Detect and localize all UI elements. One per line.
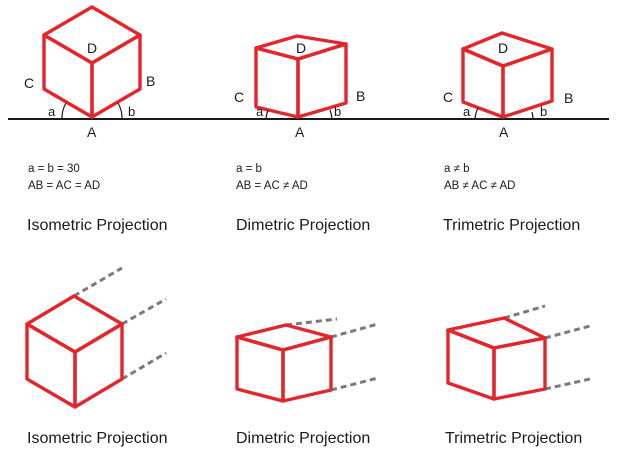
angle-arc-b bbox=[117, 102, 123, 120]
angle-label-b: b bbox=[540, 104, 547, 119]
cube-right-face bbox=[296, 42, 348, 119]
cube-right-face bbox=[90, 33, 142, 119]
cube-right-face bbox=[492, 336, 547, 401]
angle-label-b: b bbox=[128, 104, 135, 119]
projection-caption: Dimetric Projection bbox=[236, 217, 370, 234]
bottom-isometric-panel: Isometric Projection bbox=[25, 266, 168, 447]
projection-caption: Isometric Projection bbox=[27, 430, 168, 447]
dimetric-cube-top bbox=[254, 34, 348, 119]
point-label-d: D bbox=[87, 40, 97, 56]
condition-line-1: a = b = 30 bbox=[28, 163, 80, 175]
cube-left-face bbox=[446, 328, 496, 401]
top-dimetric-panel: D C B a b A a = b AB = AC ≠ AD Dimetric … bbox=[234, 34, 370, 234]
angle-label-a: a bbox=[48, 104, 56, 119]
point-label-c: C bbox=[234, 89, 244, 105]
cube-right-face bbox=[281, 335, 333, 403]
angle-arc-a bbox=[265, 109, 269, 120]
guide-lines bbox=[285, 317, 379, 392]
guide-line bbox=[330, 322, 379, 339]
guide-line bbox=[285, 317, 338, 327]
dimetric-cube-bottom bbox=[235, 323, 333, 403]
bottom-trimetric-panel: Trimetric Projection bbox=[445, 304, 591, 447]
cube-top-face bbox=[235, 323, 333, 352]
trimetric-cube-bottom bbox=[446, 316, 547, 401]
guide-line bbox=[73, 266, 123, 298]
point-label-c: C bbox=[443, 89, 453, 105]
condition-line-2: AB = AC = AD bbox=[28, 180, 100, 192]
point-label-b: B bbox=[356, 88, 365, 104]
condition-line-1: a = b bbox=[236, 163, 262, 175]
condition-line-2: AB ≠ AC ≠ AD bbox=[444, 180, 515, 192]
point-label-b: B bbox=[564, 90, 573, 106]
cube-top-face bbox=[25, 294, 124, 354]
cube-left-face bbox=[235, 335, 285, 403]
point-label-a: A bbox=[87, 124, 97, 140]
guide-lines bbox=[503, 304, 591, 391]
guide-line bbox=[503, 304, 546, 320]
point-label-d: D bbox=[498, 40, 508, 56]
point-label-b: B bbox=[146, 73, 155, 89]
guide-line bbox=[544, 377, 591, 391]
cube-right-face bbox=[501, 47, 554, 119]
angle-label-a: a bbox=[256, 104, 264, 119]
top-isometric-panel: D C B a b A a = b = 30 AB = AC = AD Isom… bbox=[24, 5, 168, 234]
isometric-cube-top bbox=[42, 5, 142, 119]
point-label-c: C bbox=[24, 75, 34, 91]
top-trimetric-panel: D C B a b A a ≠ b AB ≠ AC ≠ AD Trimetric… bbox=[443, 31, 580, 234]
projection-caption: Trimetric Projection bbox=[445, 430, 582, 447]
guide-line bbox=[121, 351, 167, 381]
isometric-cube-bottom bbox=[25, 294, 124, 409]
condition-line-2: AB = AC ≠ AD bbox=[236, 180, 308, 192]
condition-line-1: a ≠ b bbox=[444, 163, 470, 175]
projection-caption: Trimetric Projection bbox=[443, 217, 580, 234]
angle-label-b: b bbox=[334, 104, 341, 119]
guide-line bbox=[544, 324, 591, 340]
guide-line bbox=[330, 376, 379, 392]
point-label-a: A bbox=[295, 124, 305, 140]
angle-arc-b bbox=[329, 109, 333, 120]
projection-caption: Dimetric Projection bbox=[236, 430, 370, 447]
point-label-a: A bbox=[499, 124, 509, 140]
point-label-d: D bbox=[296, 40, 306, 56]
cube-top-face bbox=[446, 316, 547, 350]
projection-caption: Isometric Projection bbox=[27, 217, 168, 234]
angle-arc-a bbox=[61, 102, 67, 120]
trimetric-cube-top bbox=[461, 31, 554, 119]
angle-arc-a bbox=[474, 107, 479, 120]
cube-right-face bbox=[73, 322, 124, 409]
bottom-dimetric-panel: Dimetric Projection bbox=[235, 317, 379, 447]
cube-left-face bbox=[25, 322, 77, 409]
guide-line bbox=[121, 297, 167, 326]
angle-label-a: a bbox=[463, 104, 471, 119]
angle-arc-b bbox=[531, 111, 534, 120]
guide-lines bbox=[73, 266, 167, 381]
